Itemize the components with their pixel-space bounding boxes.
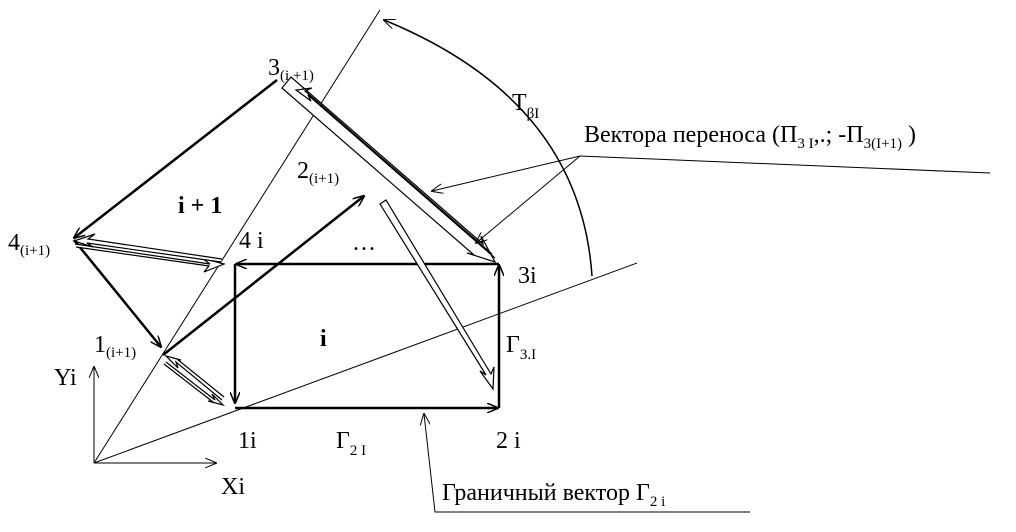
node-2-next-main: 2	[297, 158, 309, 184]
gamma2-label: Γ2 I	[336, 428, 366, 459]
gamma2-main: Γ	[336, 428, 350, 454]
ellipsis: …	[352, 230, 376, 256]
cell-i	[235, 264, 499, 408]
node-4-next-sub: (i+1)	[20, 243, 50, 259]
node-4i-label: 4 i	[239, 228, 264, 254]
node-1-next-main: 1	[94, 332, 106, 358]
rotation-sub: βI	[527, 106, 540, 122]
gamma3-main: Γ	[506, 332, 520, 358]
transfer-3	[281, 76, 497, 264]
node-1-next-label: 1(i+1)	[94, 332, 136, 361]
rotation-main: T	[512, 90, 527, 116]
cell-i-plus-1	[73, 79, 364, 356]
edge-3-4-next	[74, 79, 278, 238]
gamma2-sub: 2 I	[350, 443, 366, 459]
boundary-vector-label: Граничный вектор Г2 i	[442, 480, 665, 510]
transfer-prefix: Вектора переноса (П	[584, 122, 797, 148]
rotation-label: TβI	[512, 90, 539, 122]
y-axis-label: Yi	[54, 365, 77, 391]
rotated-axis-steep	[93, 9, 381, 464]
leader-lines	[424, 155, 991, 513]
transfer-2	[379, 199, 495, 391]
node-2-next-sub: (i+1)	[309, 171, 339, 187]
transfer-vectors-label: Вектора переноса (П3 I,.; -П3(I+1) )	[584, 122, 916, 152]
transfer-sub-1: 3 I	[797, 136, 813, 152]
transfer-4	[72, 233, 226, 273]
gamma3-sub: 3.I	[520, 347, 536, 363]
transfer-suffix: )	[902, 122, 916, 148]
x-axis-label: Xi	[221, 474, 245, 500]
transfer-mid-1: ,.;	[814, 122, 833, 148]
transfer-vectors	[72, 76, 497, 407]
edge-4-1-next	[73, 239, 161, 347]
gamma3-label: Γ3.I	[506, 332, 536, 363]
node-4-next-label: 4(i+1)	[8, 230, 50, 259]
rotation-arc	[384, 20, 593, 277]
transfer-sub-2: 3(I+1)	[864, 136, 902, 152]
transfer-mid-2: -П	[832, 122, 863, 148]
node-4-next-main: 4	[8, 230, 20, 256]
boundary-sub: 2 i	[650, 494, 665, 510]
coordinate-axes	[93, 9, 638, 464]
node-3-next-main: 3	[268, 55, 280, 81]
node-3i-label: 3i	[518, 263, 537, 289]
boundary-main: Граничный вектор Г	[442, 480, 650, 506]
transfer-callout-line-2	[476, 155, 581, 243]
boundary-callout-line	[424, 414, 750, 513]
edge-1-2-next	[162, 196, 364, 356]
transfer-callout-line	[432, 155, 991, 191]
node-1i-label: 1i	[238, 428, 257, 454]
node-1-next-sub: (i+1)	[106, 345, 136, 361]
cell-next-label: i + 1	[178, 193, 222, 219]
node-3-next-sub: (i +1)	[280, 68, 314, 84]
transfer-1	[163, 354, 226, 407]
node-2-next-label: 2(i+1)	[297, 158, 339, 187]
cell-i-label: i	[320, 326, 327, 352]
node-2i-label: 2 i	[496, 428, 521, 454]
node-3-next-label: 3(i +1)	[268, 55, 314, 84]
rotated-axis-shallow	[93, 262, 638, 464]
